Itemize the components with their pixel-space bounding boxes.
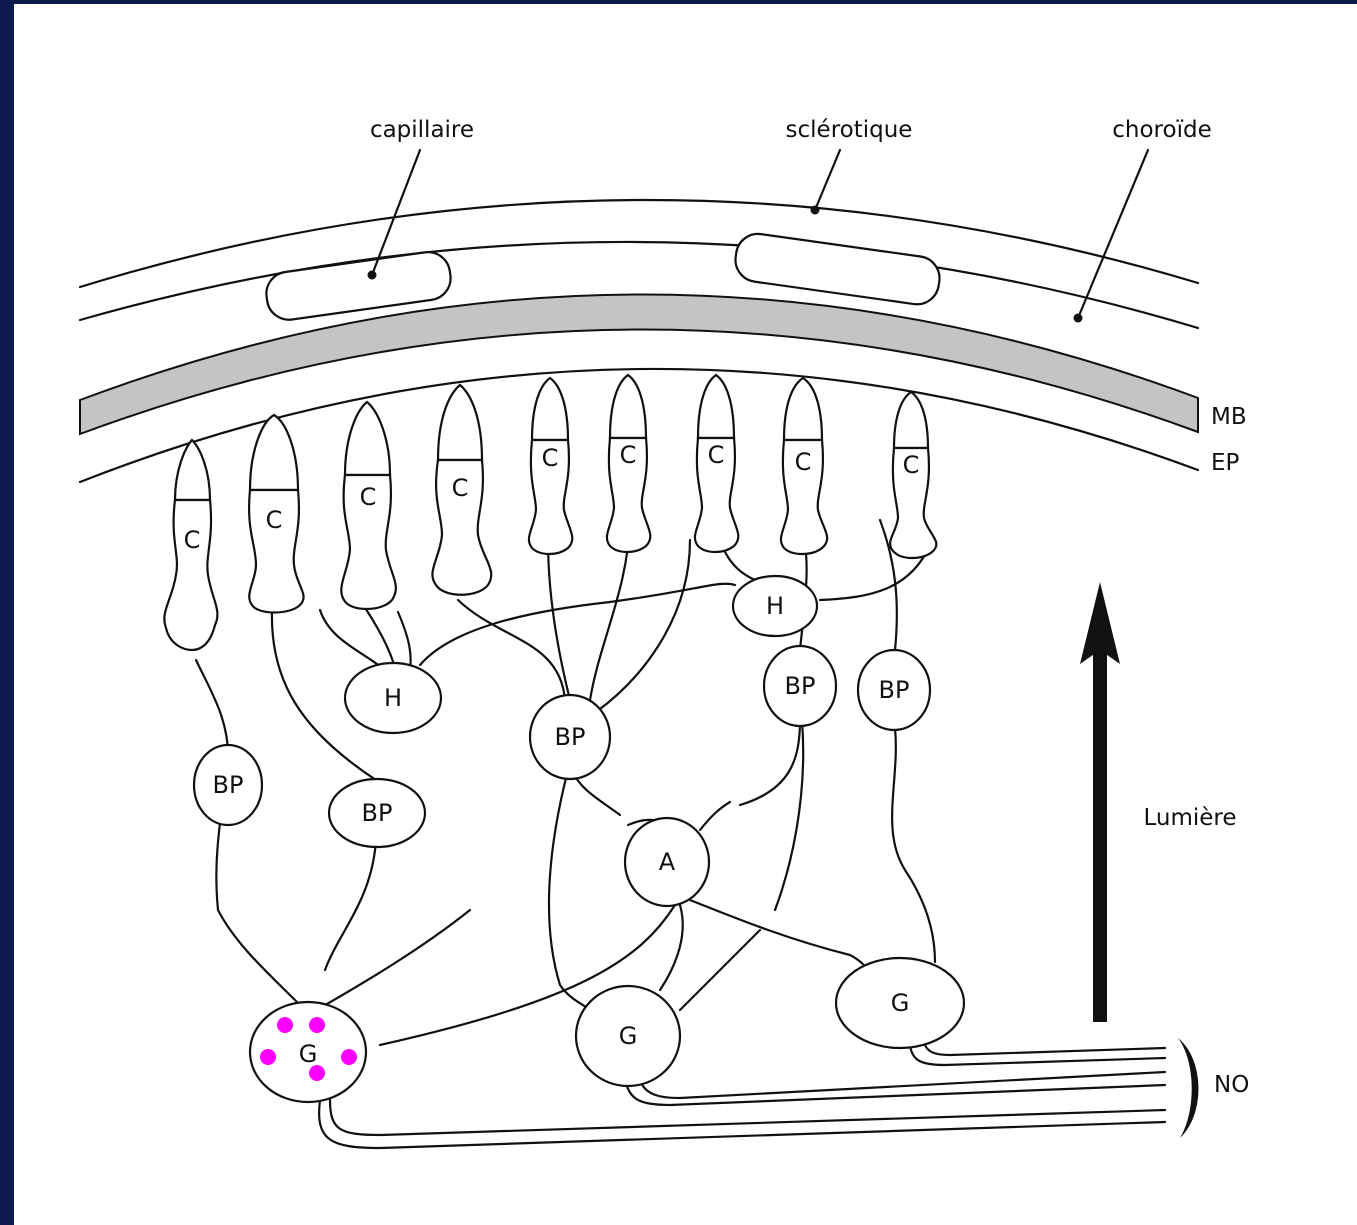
- ganglion-3-label: G: [891, 989, 910, 1017]
- bipolar-layer: BP BP BP BP BP: [194, 646, 930, 847]
- cone-5: C: [529, 378, 572, 554]
- cone-3-label: C: [360, 483, 377, 511]
- cone-8: C: [781, 378, 827, 554]
- bipolar-4-label: BP: [785, 672, 816, 700]
- cone-4-outer-segment: [438, 385, 482, 460]
- ganglion-layer: G G G: [250, 958, 964, 1102]
- cone-6: C: [607, 375, 650, 552]
- cone-1-body: [164, 500, 217, 650]
- cone-1-label: C: [184, 526, 201, 554]
- cone-1-outer-segment: [175, 440, 210, 500]
- cone-9: C: [890, 392, 936, 558]
- choroide-pointer: [1078, 150, 1148, 318]
- cone-4: C: [432, 385, 491, 595]
- bipolar-2: BP: [329, 779, 425, 847]
- ganglion-1-label: G: [299, 1040, 318, 1068]
- marker-dot: [341, 1049, 357, 1065]
- cone-8-label: C: [795, 448, 812, 476]
- cone-6-outer-segment: [610, 375, 646, 438]
- cone-2-label: C: [266, 506, 283, 534]
- cone-4-label: C: [452, 474, 469, 502]
- ganglion-1: G: [250, 1002, 366, 1102]
- label-sclerotique: sclérotique: [786, 117, 913, 143]
- amacrine-cell: A: [625, 818, 709, 906]
- marker-dot: [309, 1017, 325, 1033]
- cone-9-outer-segment: [894, 392, 928, 448]
- cone-7: C: [695, 375, 738, 552]
- label-lumiere: Lumière: [1143, 805, 1236, 831]
- cone-6-label: C: [620, 441, 637, 469]
- label-choroide: choroïde: [1112, 117, 1211, 143]
- bipolar-1-label: BP: [213, 771, 244, 799]
- cone-8-outer-segment: [784, 378, 822, 440]
- bipolar-3-label: BP: [555, 723, 586, 751]
- bipolar-5: BP: [858, 650, 930, 730]
- marker-dot: [277, 1017, 293, 1033]
- light-arrow-shaft: [1093, 640, 1107, 1022]
- horizontal-2: H: [733, 576, 817, 636]
- capillary-right: [733, 231, 943, 307]
- label-no: NO: [1214, 1072, 1249, 1098]
- cone-3: C: [341, 402, 396, 609]
- capillaire-dot: [368, 271, 377, 280]
- cone-2-outer-segment: [250, 415, 298, 490]
- sclerotique-dot: [811, 206, 820, 215]
- sclera-outer-line: [80, 200, 1198, 287]
- bipolar-2-label: BP: [362, 799, 393, 827]
- cone-7-label: C: [708, 441, 725, 469]
- horizontal-1: H: [345, 663, 441, 733]
- cone-9-label: C: [903, 451, 920, 479]
- bipolar-5-label: BP: [879, 676, 910, 704]
- ganglion-2: G: [576, 986, 680, 1086]
- label-mb: MB: [1211, 404, 1247, 430]
- ganglion-3: G: [836, 958, 964, 1048]
- light-arrow: [1080, 582, 1120, 1022]
- amacrine-label: A: [659, 848, 676, 876]
- label-ep: EP: [1211, 450, 1240, 476]
- cone-1: C: [164, 440, 217, 650]
- optic-nerve-bracket: [1178, 1038, 1199, 1138]
- bipolar-1: BP: [194, 745, 262, 825]
- bipolar-4: BP: [764, 646, 836, 726]
- cone-3-outer-segment: [345, 402, 390, 475]
- horizontal-1-label: H: [384, 684, 402, 712]
- cone-7-outer-segment: [698, 375, 734, 438]
- cone-2: C: [249, 415, 304, 613]
- cone-5-label: C: [542, 444, 559, 472]
- horizontal-2-label: H: [766, 592, 784, 620]
- sclerotique-pointer: [815, 150, 840, 210]
- cone-5-outer-segment: [532, 378, 568, 440]
- bipolar-3: BP: [530, 695, 610, 779]
- ganglion-2-label: G: [619, 1022, 638, 1050]
- marker-dot: [309, 1065, 325, 1081]
- marker-dot: [260, 1049, 276, 1065]
- label-capillaire: capillaire: [370, 117, 474, 143]
- choroide-dot: [1074, 314, 1083, 323]
